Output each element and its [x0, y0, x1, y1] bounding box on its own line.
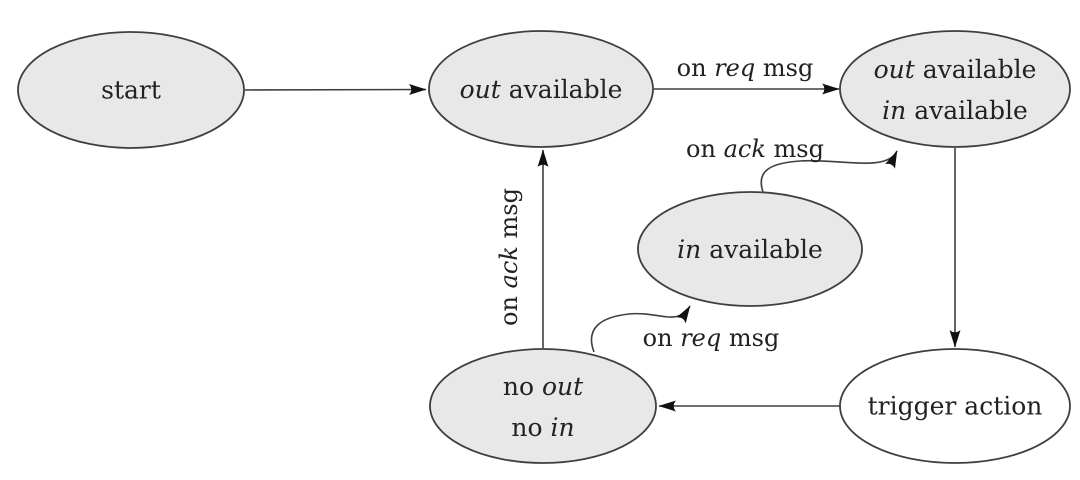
state-no-out-no-in-label-line1: no out [503, 372, 584, 401]
state-out-in-available-ellipse [839, 30, 1071, 148]
state-out-available-label: out available [460, 75, 623, 104]
state-no-out-no-in-ellipse [429, 348, 657, 464]
edge-no-out-no-in-to-in-available [590, 305, 691, 353]
state-trigger-action: trigger action [839, 348, 1071, 464]
state-out-in-available: out available in available [839, 30, 1071, 148]
state-out-available-ellipse [428, 30, 654, 148]
state-no-out-no-in: no out no in [429, 348, 657, 464]
state-start: start [17, 31, 245, 149]
state-in-available-ellipse [637, 191, 863, 307]
state-trigger-action-ellipse [839, 348, 1071, 464]
edge-start-to-out-available [244, 84, 427, 96]
state-no-out-no-in-label-line2: no in [511, 413, 574, 442]
state-out-available: out available [428, 30, 654, 148]
state-start-label: start [101, 76, 161, 105]
state-out-in-available-label-line1: out available [874, 55, 1037, 84]
edge-label-on-ack-msg-vertical: on ack msg [495, 188, 523, 326]
edge-label-on-ack-msg-curve: on ack msg [686, 135, 824, 163]
edge-label-on-req-msg-curve: on req msg [643, 324, 780, 352]
state-in-available: in available [637, 191, 863, 307]
state-out-in-available-label-line2: in available [882, 96, 1028, 125]
state-in-available-label: in available [677, 235, 823, 264]
edge-label-on-req-msg-top: on req msg [677, 54, 814, 82]
state-start-ellipse [17, 31, 245, 149]
state-trigger-action-label: trigger action [868, 392, 1043, 421]
edge-in-available-to-out-in-available [760, 150, 898, 193]
